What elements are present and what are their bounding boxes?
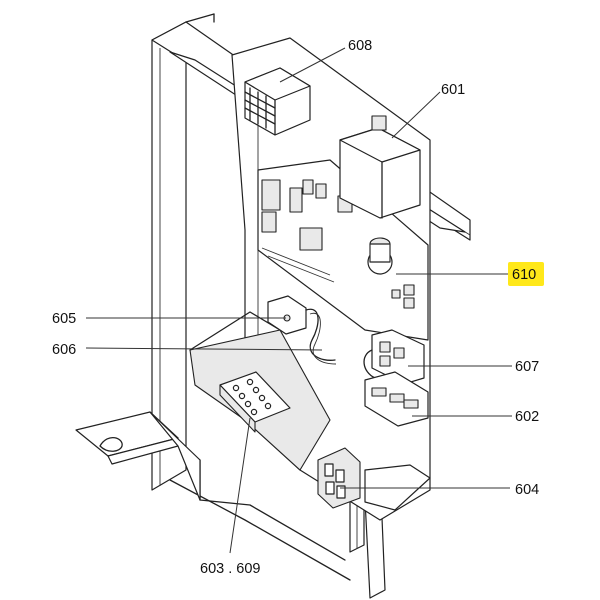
label-601: 601 xyxy=(441,82,465,98)
label-604: 604 xyxy=(515,482,539,498)
component-604 xyxy=(317,447,431,511)
label-607: 607 xyxy=(515,359,539,375)
label-610: 610 xyxy=(512,267,536,283)
leader-608 xyxy=(279,47,346,83)
part-labels: 608 601 610 605 606 607 602 604 603 . 60… xyxy=(52,38,539,577)
component-605 xyxy=(267,295,337,365)
leader-603-609 xyxy=(229,417,251,554)
terminal-block-603-609 xyxy=(219,371,291,433)
leader-601 xyxy=(391,91,441,139)
heat-sink-608 xyxy=(244,67,311,136)
label-606: 606 xyxy=(52,342,76,358)
terminal-screws xyxy=(232,378,272,416)
label-602: 602 xyxy=(515,409,539,425)
leader-606 xyxy=(85,347,323,351)
label-603-609: 603 . 609 xyxy=(200,561,260,577)
component-607 xyxy=(363,329,425,385)
leader-lines xyxy=(85,47,512,554)
mounting-bracket xyxy=(75,411,201,501)
component-601 xyxy=(339,115,421,219)
label-608: 608 xyxy=(348,38,372,54)
label-605: 605 xyxy=(52,311,76,327)
label-610-highlight xyxy=(508,262,544,286)
component-602 xyxy=(364,371,429,427)
main-pcb-610 xyxy=(257,159,429,341)
